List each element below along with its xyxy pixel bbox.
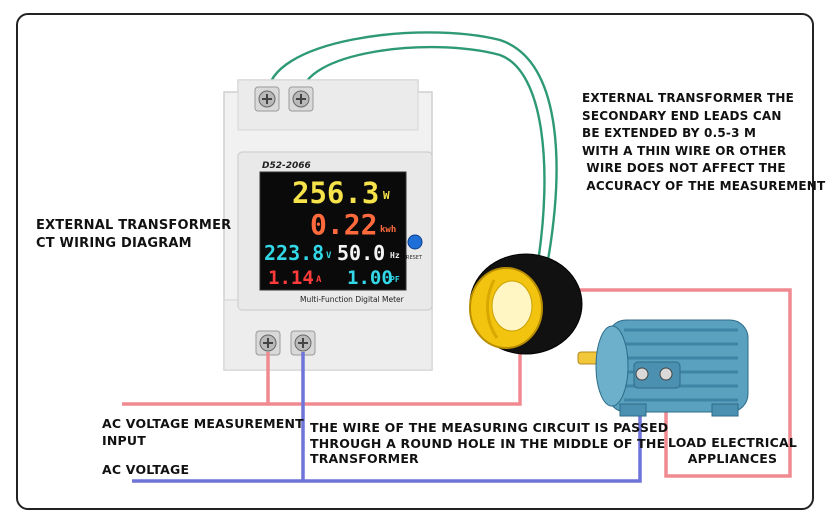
top-terminal-screws xyxy=(254,86,314,112)
diagram-title: EXTERNAL TRANSFORMER CT WIRING DIAGRAM xyxy=(36,218,232,251)
energy-unit: kwh xyxy=(380,225,396,235)
power-unit: W xyxy=(383,189,390,202)
bottom-terminal-screws xyxy=(255,330,316,356)
ct-secondary-leads xyxy=(266,31,558,263)
current-transformer xyxy=(469,253,583,355)
energy-reading: 0.22 xyxy=(310,208,377,241)
reset-label: RESET xyxy=(406,255,423,261)
ct-lead-note: EXTERNAL TRANSFORMER THE SECONDARY END L… xyxy=(582,91,826,193)
frequency-reading: 50.0 xyxy=(337,241,385,265)
diagram-frame xyxy=(16,13,814,510)
voltage-unit: V xyxy=(326,251,332,261)
voltage-reading: 223.8 xyxy=(264,241,324,265)
digital-meter: D52-2066 256.3 W 0.22 kwh 223.8 V 50.0 H… xyxy=(223,79,433,371)
current-unit: A xyxy=(316,275,322,285)
load-label: LOAD ELECTRICAL APPLIANCES xyxy=(668,435,798,466)
reset-button-dot xyxy=(407,234,423,250)
pf-reading: 1.00 xyxy=(347,267,393,289)
wire-through-ct-note: THE WIRE OF THE MEASURING CIRCUIT IS PAS… xyxy=(310,420,669,466)
motor xyxy=(577,319,749,417)
meter-caption: Multi-Function Digital Meter xyxy=(300,295,405,304)
pf-unit: PF xyxy=(390,275,400,284)
meter-model: D52-2066 xyxy=(262,161,311,171)
ac-measurement-label: AC VOLTAGE MEASUREMENT INPUT xyxy=(102,416,304,448)
power-reading: 256.3 xyxy=(292,176,379,210)
ac-voltage-label: AC VOLTAGE xyxy=(102,462,190,477)
frequency-unit: Hz xyxy=(390,251,400,260)
current-reading: 1.14 xyxy=(268,267,314,289)
